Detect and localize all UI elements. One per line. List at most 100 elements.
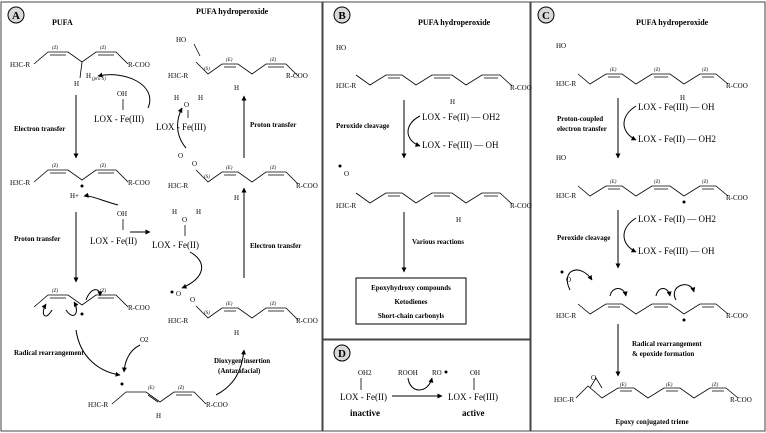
svg-text:H3C-R: H3C-R: [168, 317, 189, 325]
svg-text:(Z): (Z): [270, 58, 276, 63]
svg-text:H3C-R: H3C-R: [554, 396, 575, 404]
svg-text:R-COO: R-COO: [510, 84, 532, 92]
svg-text:(Z): (Z): [270, 166, 276, 171]
svg-text:H: H: [86, 72, 91, 80]
product-ketodienes: Ketodienes: [394, 298, 427, 306]
hydroperoxide-structure-c: HO H3C-R (E) (Z) (Z) H R-COO: [556, 42, 748, 102]
svg-text:O: O: [566, 276, 571, 284]
state-inactive: inactive: [350, 408, 380, 418]
svg-text:H: H: [198, 94, 203, 102]
svg-text:H3C-R: H3C-R: [88, 401, 109, 409]
svg-text:(Z): (Z): [100, 46, 106, 51]
panel-c-badge: [537, 6, 555, 24]
svg-text:R-COO: R-COO: [726, 312, 748, 320]
alkoxyl-radical-structure-c: O H3C-R R-COO: [556, 269, 748, 322]
svg-text:H: H: [234, 194, 239, 202]
svg-text:OH: OH: [117, 90, 127, 98]
panel-c-frame: [530, 1, 766, 432]
svg-text:(E): (E): [610, 68, 617, 73]
svg-text:HO: HO: [176, 36, 186, 44]
svg-text:Electron transfer: Electron transfer: [14, 125, 65, 133]
svg-text:Peroxide cleavage: Peroxide cleavage: [336, 122, 389, 130]
svg-text:(Z): (Z): [712, 383, 718, 388]
svg-text:ROOH: ROOH: [398, 369, 418, 377]
svg-text:RO: RO: [432, 369, 442, 377]
svg-text:H3C-R: H3C-R: [556, 192, 577, 200]
svg-text:O: O: [591, 374, 596, 382]
panel-d-frame: [322, 339, 531, 432]
svg-text:R-COO: R-COO: [128, 304, 150, 312]
enzyme-fe3-oh-c: LOX - Fe(III) — OH: [638, 102, 715, 112]
peroxyl-radical-structure: O O H3C-R (S) (E) (Z) H R-COO: [168, 290, 318, 337]
svg-text:Peroxide cleavage: Peroxide cleavage: [557, 234, 610, 242]
svg-text:H3C-R: H3C-R: [556, 80, 577, 88]
svg-text:(E): (E): [226, 302, 233, 307]
panel-c-title: PUFA hydroperoxide: [636, 18, 709, 27]
svg-text:(Z): (Z): [100, 289, 106, 294]
epoxy-triene-structure: H3C-R O (E) (E) (Z) R-COO: [554, 374, 752, 404]
svg-text:R-COO: R-COO: [726, 194, 748, 202]
panel-a-frame: [0, 1, 323, 432]
peroxide-anion-structure: O O H3C-R (S) (E) (Z) H R-COO: [168, 152, 318, 202]
svg-text:H3C-R: H3C-R: [336, 202, 357, 210]
svg-text:(Z): (Z): [52, 46, 58, 51]
svg-text:(S): (S): [204, 67, 210, 72]
alkoxyl-radical-structure: O H3C-R H R-COO: [336, 164, 532, 224]
svg-text:O2: O2: [140, 336, 149, 344]
product-epoxy-triene: Epoxy conjugated triene: [615, 418, 688, 426]
svg-text:H3C-R: H3C-R: [556, 312, 577, 320]
svg-text:B: B: [338, 10, 346, 22]
svg-text:H: H: [450, 98, 455, 106]
svg-text:R-COO: R-COO: [296, 317, 318, 325]
state-active: active: [462, 408, 485, 418]
chain-start-label: H3C-R: [10, 61, 31, 69]
panel-b-title: PUFA hydroperoxide: [418, 18, 491, 27]
svg-text:(Z): (Z): [702, 68, 708, 73]
svg-text:(E): (E): [226, 58, 233, 63]
panel-a-title-pufa: PUFA: [52, 18, 73, 27]
hydroperoxide-structure-a: HO H3C-R (S) (E) (Z) H R-COO: [168, 36, 308, 92]
svg-text:HO: HO: [336, 44, 346, 52]
panel-a-badge-label: A: [12, 10, 20, 22]
panel-d: D OH2 LOX - Fe(II) inactive ROOH RO OH L…: [333, 344, 498, 418]
svg-text:O: O: [178, 152, 183, 160]
svg-text:HO: HO: [556, 42, 566, 50]
svg-text:(E): (E): [666, 383, 673, 388]
svg-text:H: H: [74, 80, 79, 88]
panel-b-badge: [333, 6, 351, 24]
svg-text:H: H: [456, 216, 461, 224]
enzyme-fe2-oh2-b: LOX - Fe(II) — OH2: [422, 112, 500, 122]
svg-text:Electron transfer: Electron transfer: [250, 242, 301, 250]
svg-text:H3C-R: H3C-R: [336, 82, 357, 90]
product-epoxyhydroxy: Epoxyhydroxy compounds: [371, 284, 451, 292]
svg-text:OH: OH: [470, 369, 480, 377]
svg-text:Various reactions: Various reactions: [412, 238, 464, 246]
svg-text:R-COO: R-COO: [128, 179, 150, 187]
hydroperoxide-structure-b: HO H3C-R H R-COO: [336, 44, 532, 106]
products-box: [355, 277, 467, 325]
product-short-chain-carbonyls: Short-chain carbonyls: [378, 312, 445, 320]
svg-text:HO: HO: [556, 154, 566, 162]
svg-text:OH2: OH2: [358, 369, 372, 377]
svg-text:C: C: [542, 10, 550, 22]
svg-text:O: O: [192, 160, 197, 168]
svg-text:O: O: [184, 101, 189, 109]
svg-text:(Z): (Z): [100, 164, 106, 169]
panel-c: C PUFA hydroperoxide HO H3C-R (E) (Z) (Z…: [537, 6, 752, 426]
panel-d-badge: [333, 344, 351, 362]
svg-text:OH: OH: [117, 210, 127, 218]
radical-structure-3: H3C-R (E) (Z) H R-COO: [88, 382, 228, 420]
svg-text:(Z): (Z): [654, 180, 660, 185]
svg-text:H: H: [156, 412, 161, 420]
svg-text:Dioxygen insertion: Dioxygen insertion: [214, 357, 270, 365]
panel-a: A PUFA PUFA hydroperoxide H3C-R (Z) (Z) …: [7, 6, 318, 420]
svg-text:(Antarafacial): (Antarafacial): [218, 367, 261, 375]
enzyme-fe3-a1: LOX - Fe(III): [94, 114, 144, 124]
enzyme-fe2-d: LOX - Fe(II): [340, 392, 387, 402]
panel-a-title-hydroperoxide: PUFA hydroperoxide: [196, 7, 269, 16]
svg-text:Proton-coupled: Proton-coupled: [557, 115, 603, 123]
svg-text:O: O: [176, 290, 181, 298]
svg-text:H3C-R: H3C-R: [168, 182, 189, 190]
enzyme-fe3-oh-c2: LOX - Fe(III) — OH: [638, 246, 715, 256]
